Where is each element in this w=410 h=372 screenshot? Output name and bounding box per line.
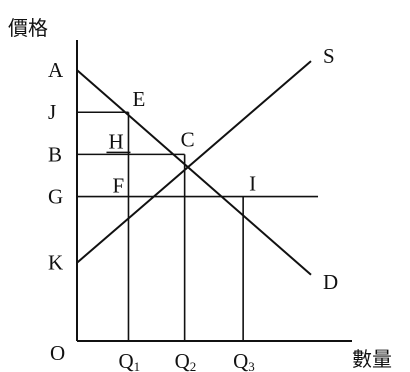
x-axis-title: 數量 (352, 347, 392, 371)
point-label-h: H (108, 129, 123, 153)
point-label-i: I (249, 172, 256, 196)
point-label-f: F (112, 174, 124, 198)
s-curve-label: S (323, 44, 335, 68)
quantity-level-labels: Q1 Q2 Q3 (118, 349, 254, 372)
d-curve-label: D (323, 270, 338, 294)
guide-lines (77, 111, 319, 341)
price-label-a: A (48, 58, 64, 82)
quantity-label-1: Q1 (118, 349, 140, 372)
quantity-label-3: Q3 (233, 349, 255, 372)
curves: DS (76, 44, 338, 294)
point-label-e: E (132, 87, 145, 111)
price-label-b: B (48, 142, 62, 166)
point-label-c: C (181, 127, 195, 151)
s-curve (76, 60, 312, 264)
price-label-k: K (48, 251, 63, 275)
origin-label: O (50, 341, 65, 365)
quantity-label-2: Q2 (175, 349, 197, 372)
price-label-j: J (48, 100, 56, 124)
point-labels: EH C F I (106, 87, 256, 198)
y-axis-title: 價格 (8, 16, 48, 40)
d-curve (76, 69, 312, 276)
price-label-g: G (48, 185, 63, 209)
